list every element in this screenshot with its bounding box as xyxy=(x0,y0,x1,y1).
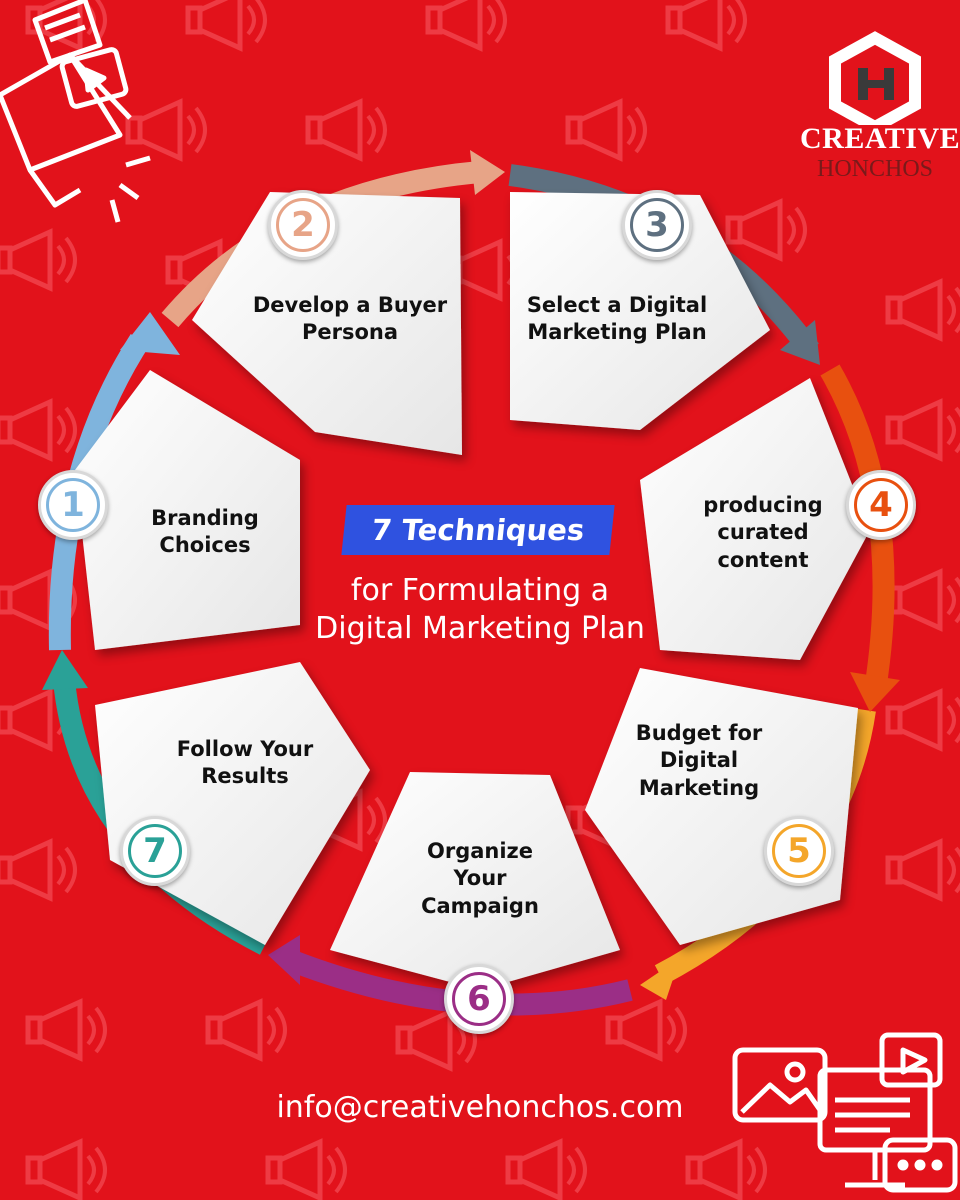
step-7-label: Follow Your Results xyxy=(176,737,314,789)
step-5-label: Budget for Digital Marketing xyxy=(635,721,763,800)
step-7-number: 7 xyxy=(120,816,190,886)
step-5-number: 5 xyxy=(764,816,834,886)
step-4-number: 4 xyxy=(846,470,916,540)
step-4-label: producing curated content xyxy=(703,493,823,572)
step-3-label: Select a Digital Marketing Plan xyxy=(526,293,708,345)
step-cards xyxy=(75,192,870,990)
step-6-label: Organize Your Campaign xyxy=(421,839,539,918)
card-5 xyxy=(585,668,858,945)
brand-logo: CREATIVE HONCHOS xyxy=(800,30,960,190)
card-4 xyxy=(640,378,870,660)
ring-arrowheads xyxy=(42,150,900,1000)
step-1-number: 1 xyxy=(38,470,108,540)
card-1 xyxy=(75,370,300,650)
card-2 xyxy=(192,192,462,455)
contact-email[interactable]: info@creativehonchos.com xyxy=(276,1090,684,1125)
brand-name: CREATIVE xyxy=(800,122,960,155)
center-subtitle: for Formulating a Digital Marketing Plan xyxy=(315,573,645,646)
step-2-number: 2 xyxy=(268,190,338,260)
center-title: 7 Techniques xyxy=(341,505,615,555)
step-2-label: Develop a Buyer Persona xyxy=(252,293,448,345)
card-3 xyxy=(510,192,770,430)
creative-honchos-logo xyxy=(829,31,921,134)
brand-subname: HONCHOS xyxy=(816,156,933,182)
step-1-label: Branding Choices xyxy=(151,506,259,558)
card-7 xyxy=(95,662,370,945)
step-6-number: 6 xyxy=(444,964,514,1034)
card-6 xyxy=(330,772,620,990)
megaphone-icon xyxy=(0,0,151,223)
digital-marketing-icon xyxy=(732,1032,958,1193)
step-3-number: 3 xyxy=(622,190,692,260)
